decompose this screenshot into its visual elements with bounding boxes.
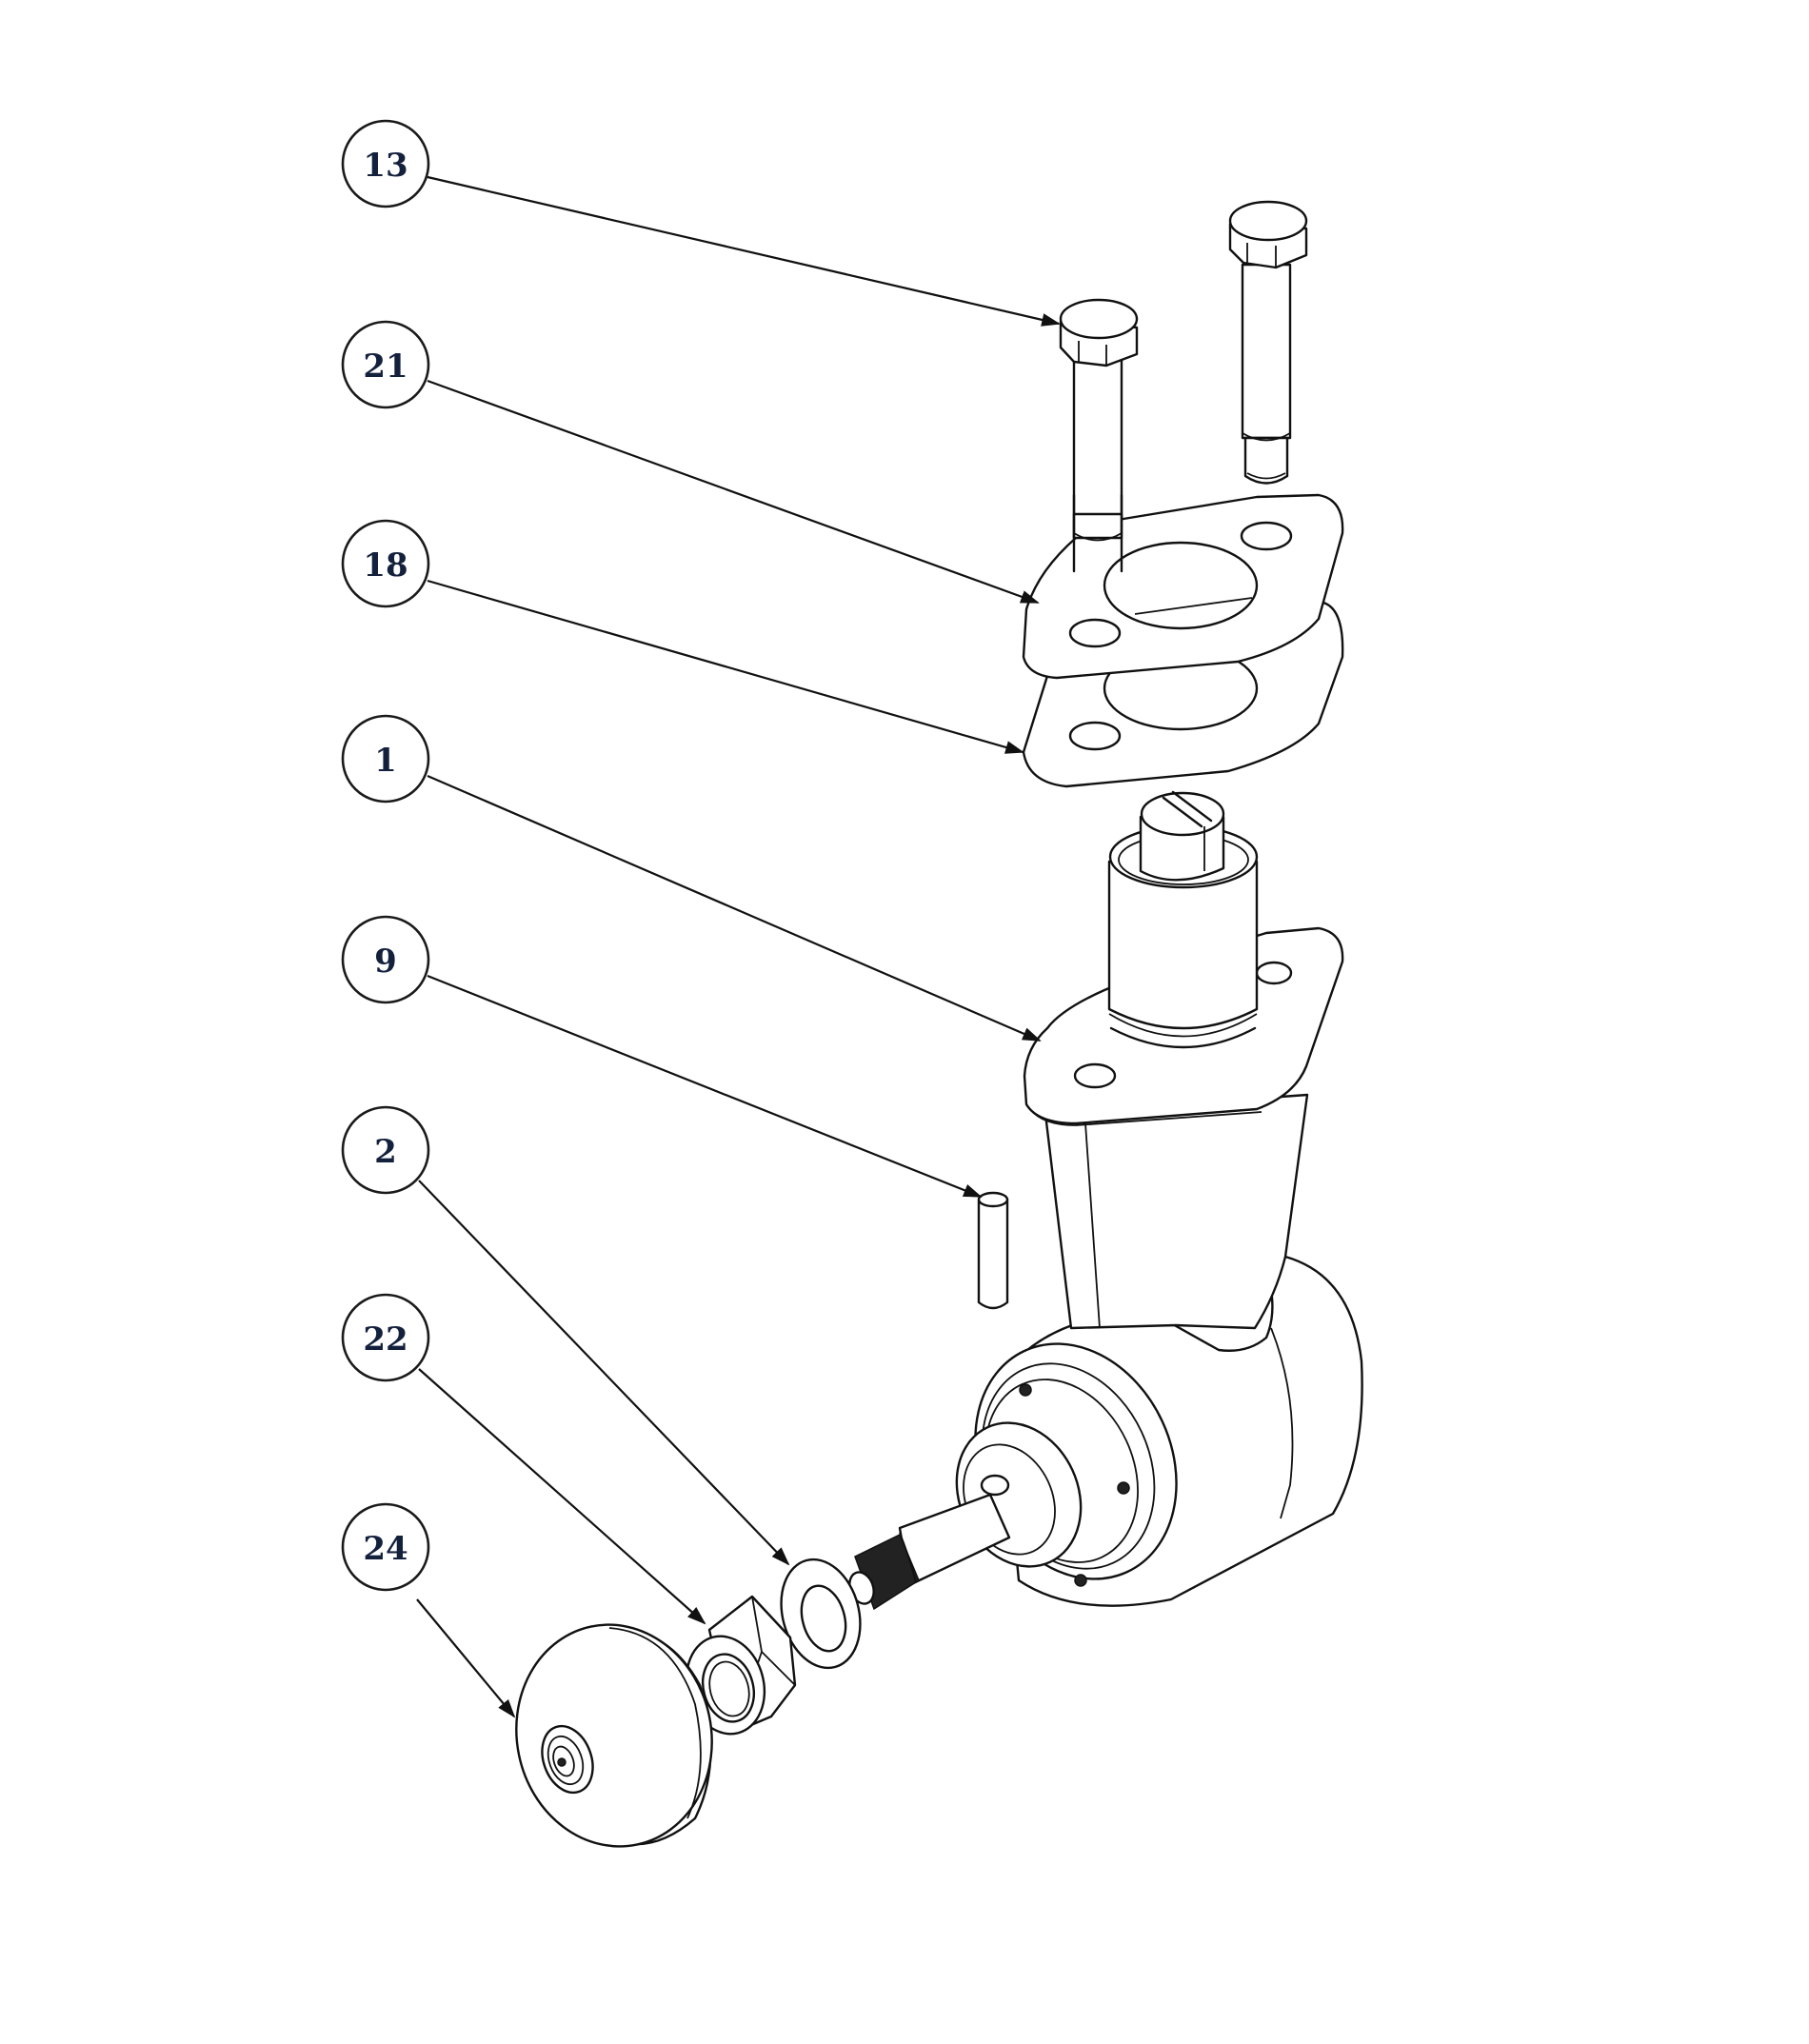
leader-lines <box>416 175 1061 1718</box>
leader-9 <box>427 974 983 1199</box>
bolt-right <box>1228 200 1308 485</box>
washer <box>780 1558 862 1670</box>
balloon-24: 24 <box>341 1502 430 1592</box>
balloon-18: 18 <box>341 519 430 608</box>
leader-22 <box>418 1368 706 1625</box>
output-shaft <box>848 1474 1011 1611</box>
balloon-label: 13 <box>363 147 408 185</box>
balloon-label: 1 <box>374 742 397 780</box>
balloon-1: 1 <box>341 714 430 804</box>
leader-1 <box>427 774 1042 1042</box>
balloon-label: 22 <box>363 1320 408 1359</box>
balloon-21: 21 <box>341 320 430 409</box>
knob <box>515 1623 713 1848</box>
balloon-label: 18 <box>363 546 408 585</box>
leader-18 <box>427 579 1024 754</box>
balloon-label: 21 <box>363 347 408 386</box>
leader-24 <box>416 1598 516 1718</box>
hex-nut <box>685 1595 797 1736</box>
balloon-label: 2 <box>374 1133 397 1171</box>
leader-13 <box>427 175 1061 327</box>
balloon-22: 22 <box>341 1293 430 1382</box>
balloon-9: 9 <box>341 915 430 1004</box>
balloon-13: 13 <box>341 119 430 208</box>
balloon-2: 2 <box>341 1105 430 1195</box>
balloon-label: 24 <box>363 1530 408 1568</box>
dowel-pin <box>977 1191 1009 1310</box>
leader-2 <box>418 1180 790 1566</box>
leader-21 <box>427 379 1040 605</box>
balloon-label: 9 <box>374 943 397 981</box>
